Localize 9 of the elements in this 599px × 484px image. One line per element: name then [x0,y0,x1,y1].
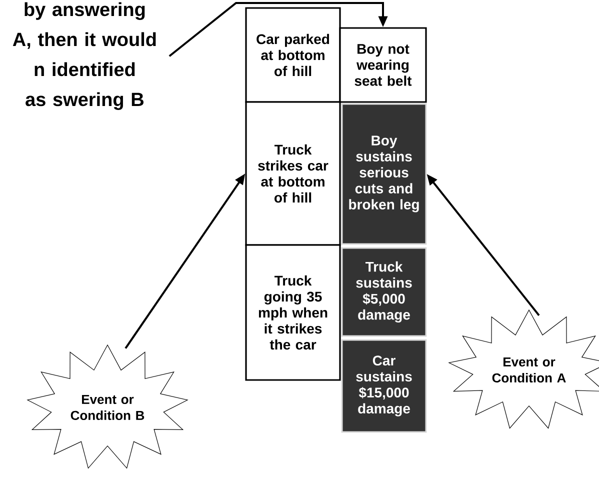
event-box: Truck going 35 mph when it strikes the car [245,244,341,381]
outcome-box: Car sustains $15,000 damage [341,339,427,433]
event-box: Boy not wearing seat belt [339,27,427,103]
event-box: Car parked at bottom of hill [245,7,341,103]
event-box: Truck strikes car at bottom of hill [245,101,341,246]
outcome-box: Boy sustains serious cuts and broken leg [341,103,427,245]
arrow [168,2,388,57]
note-text: by answering A, then it would n identified as swering B [12,2,156,110]
outcome-box: Truck sustains $5,000 damage [341,247,427,337]
